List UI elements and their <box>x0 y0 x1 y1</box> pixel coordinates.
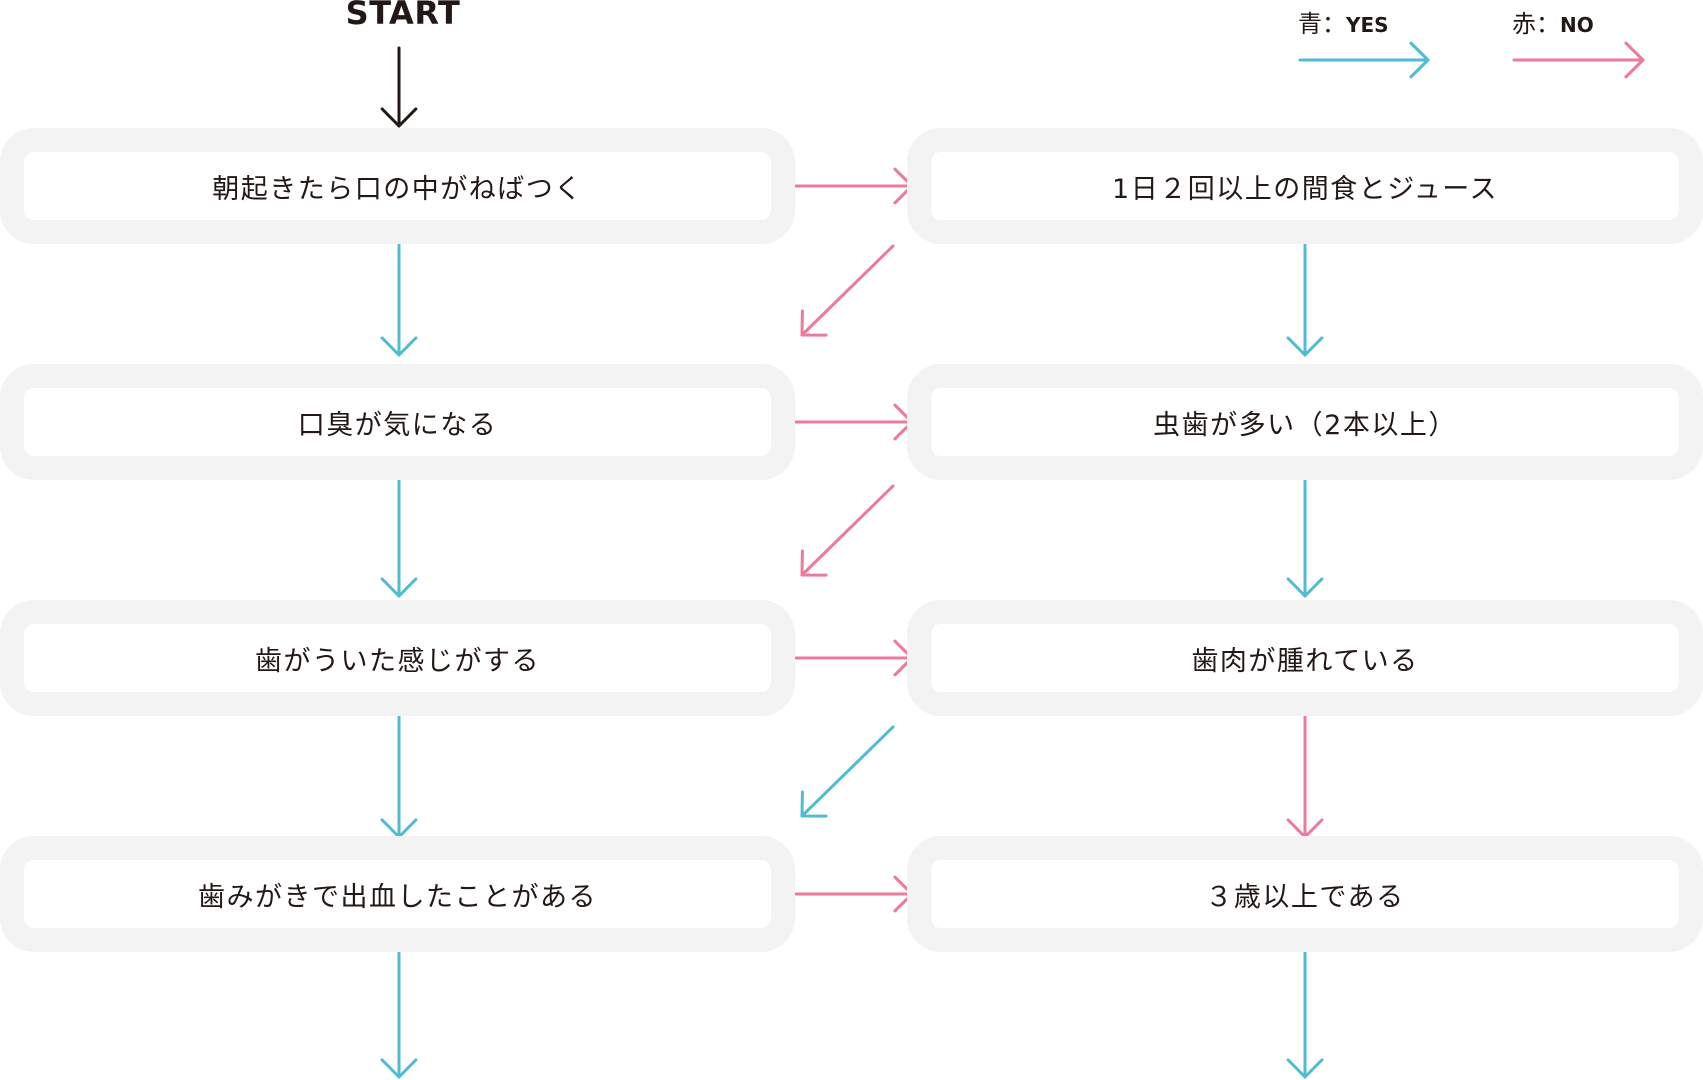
node-left-3: 歯がういた感じがする <box>0 600 795 716</box>
node-right-3: 歯肉が腫れている <box>907 600 1703 716</box>
arrow-diagonal-1 <box>800 244 895 337</box>
arrow-right-down-4 <box>1286 946 1324 1079</box>
arrows-layer <box>380 41 1645 1079</box>
legend-no-label: 赤：NO <box>1512 4 1594 39</box>
node-left-2: 口臭が気になる <box>0 364 795 480</box>
node-right-1: 1日２回以上の間食とジュース <box>907 128 1703 244</box>
arrow-left-down-2 <box>380 464 418 598</box>
arrow-left-down-3 <box>380 705 418 839</box>
legend-no-kanji: 赤 <box>1512 10 1536 38</box>
arrow-across-2 <box>784 403 914 441</box>
legend-yes-text: YES <box>1346 13 1389 37</box>
legend-no-text: NO <box>1560 13 1594 37</box>
arrow-diagonal-2 <box>800 484 895 577</box>
node-left-1: 朝起きたら口の中がねばつく <box>0 128 795 244</box>
arrow-right-down-1 <box>1286 223 1324 357</box>
arrow-diagonal-3 <box>800 725 895 818</box>
arrow-across-4 <box>784 875 914 913</box>
legend-yes-label: 青：YES <box>1298 4 1389 39</box>
arrow-right-down-3 <box>1286 705 1324 839</box>
node-right-2: 虫歯が多い（2本以上） <box>907 364 1703 480</box>
legend-no-sep: ： <box>1536 10 1560 38</box>
legend-yes-sep: ： <box>1322 10 1346 38</box>
arrow-left-down-4 <box>380 946 418 1079</box>
legend-yes-kanji: 青 <box>1298 10 1322 38</box>
node-left-4: 歯みがきで出血したことがある <box>0 836 795 952</box>
start-label: START <box>345 0 461 32</box>
arrow-left-down-1 <box>380 223 418 357</box>
legend-no-arrow <box>1512 41 1645 79</box>
start-arrow <box>380 46 418 128</box>
node-right-4: ３歳以上である <box>907 836 1703 952</box>
arrow-across-1 <box>784 167 914 205</box>
arrow-across-3 <box>784 639 914 677</box>
arrow-right-down-2 <box>1286 464 1324 598</box>
legend-yes-arrow <box>1298 41 1430 79</box>
